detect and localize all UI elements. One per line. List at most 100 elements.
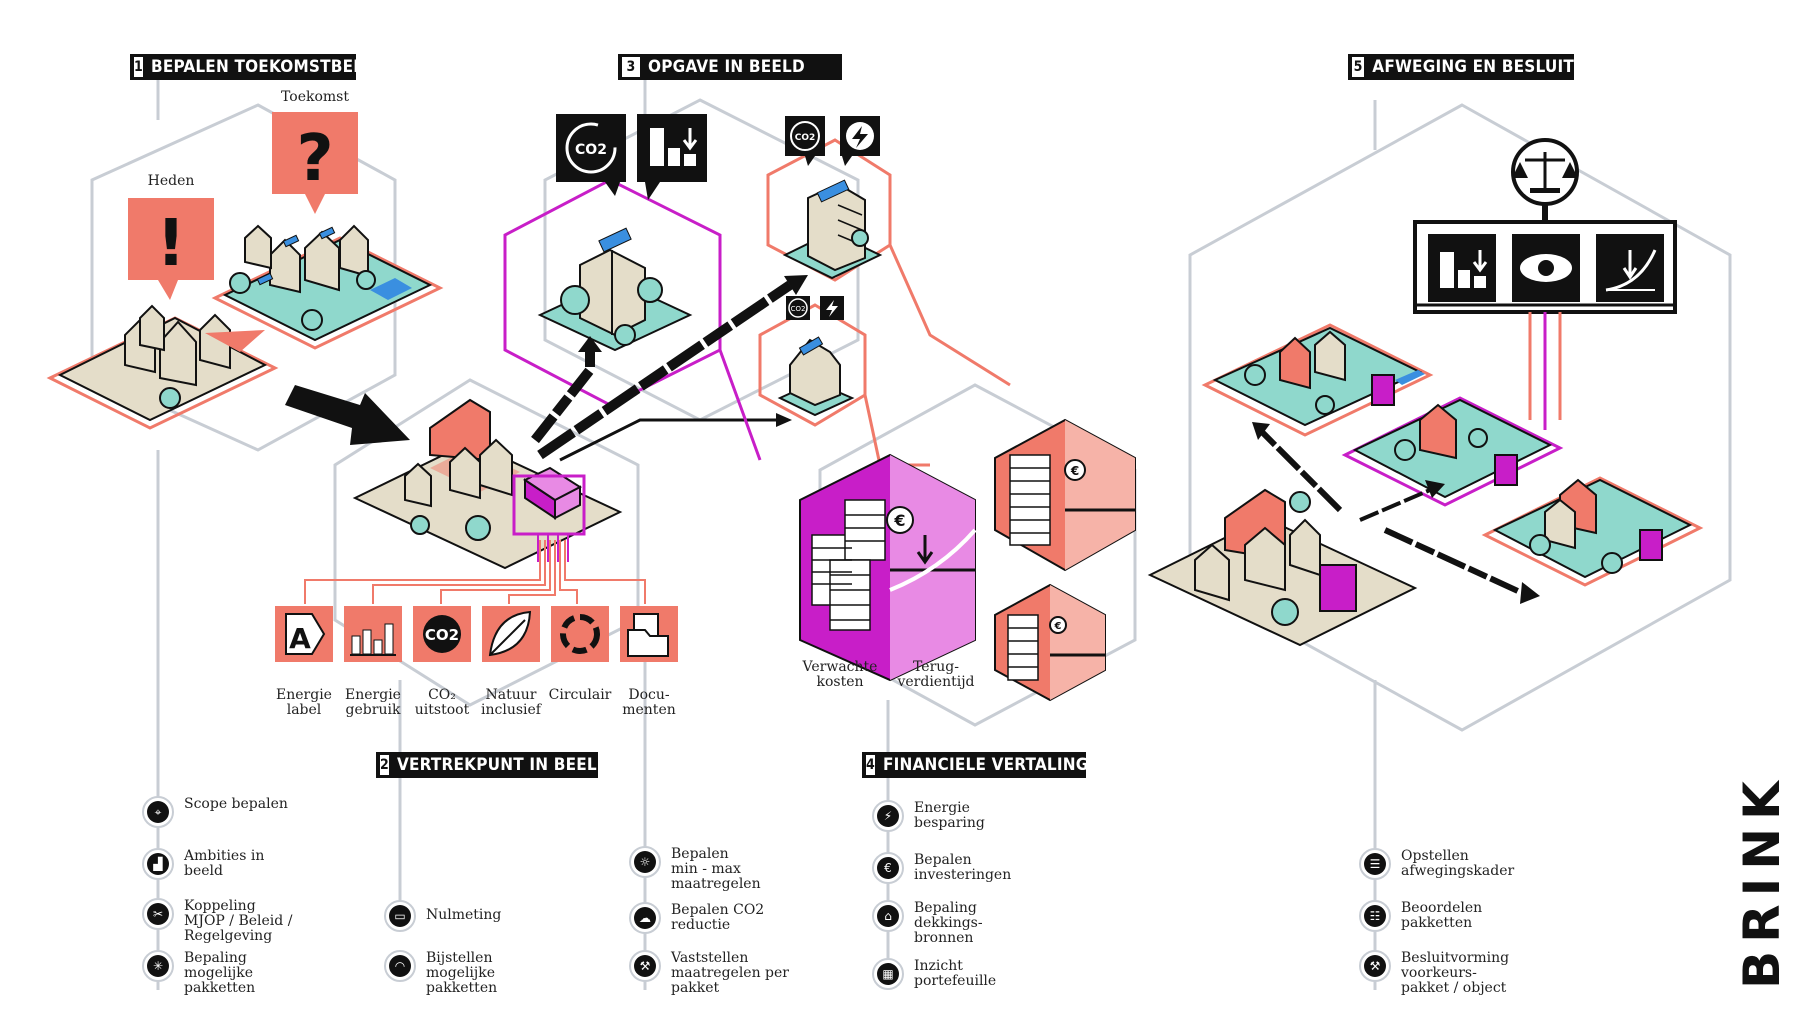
lightning-callout-icon <box>840 116 880 166</box>
svg-text:€: € <box>893 511 905 530</box>
header-number: 1 <box>134 57 143 77</box>
heden-exclamation-icon: ! <box>128 198 214 300</box>
step-label: Bepaling mogelijke pakketten <box>184 950 256 996</box>
label-terugverdientijd: Terug- verdientijd <box>897 659 975 690</box>
header-number: 3 <box>622 57 640 77</box>
checklist-color-icon: ☷ <box>1359 900 1391 932</box>
step-label: Energie besparing <box>914 800 985 831</box>
step-label: Koppeling MJOP / Beleid / Regelgeving <box>184 898 293 944</box>
svg-text:CO2: CO2 <box>795 133 816 143</box>
step-label: Besluitvorming voorkeurs- pakket / objec… <box>1401 950 1510 996</box>
step-co2-reductie: ☁ Bepalen CO2 reductie <box>629 902 764 934</box>
step-nulmeting: ▭ Nulmeting <box>384 900 501 932</box>
icon-label-energie-gebruik: Energie gebruik <box>345 687 401 718</box>
leaf-icon <box>482 606 540 662</box>
bank-icon: ⌂ <box>872 900 904 932</box>
step-label: Bepalen CO2 reductie <box>671 902 765 933</box>
section2-scene <box>304 398 646 604</box>
icon-label-energie-label: Energie label <box>276 687 332 718</box>
svg-text:A: A <box>289 622 311 655</box>
header-bepalen-toekomstbeeld: 1 BEPALEN TOEKOMSTBEELD <box>130 54 387 80</box>
buildings-icon: ▦ <box>872 958 904 990</box>
icon-label-circulair: Circulair <box>548 687 612 703</box>
step-label: Scope bepalen <box>184 796 288 812</box>
energy-reduction-callout-icon <box>637 114 707 200</box>
step-scope-bepalen: ⌖ Scope bepalen <box>142 796 288 828</box>
header-title: OPGAVE IN BEELD <box>648 57 805 77</box>
crosshair-icon: ⌖ <box>142 796 174 828</box>
svg-text:€: € <box>1054 621 1062 632</box>
brink-logo: BRINK <box>1722 773 1791 1000</box>
svg-text:?: ? <box>296 122 333 196</box>
section5-scene <box>1147 138 1704 647</box>
step-bepaling-pakketten: ✳ Bepaling mogelijke pakketten <box>142 950 255 996</box>
label-verwachte-kosten: Verwachte kosten <box>802 659 878 690</box>
section4-scene: € € € <box>799 418 1136 702</box>
lightbulb-icon: ☼ <box>629 846 661 878</box>
step-energie-besparing: ⚡ Energie besparing <box>872 800 985 832</box>
step-ambities-in-beeld: ▟ Ambities in beeld <box>142 848 264 880</box>
section1-scene: ! ? <box>46 112 444 430</box>
step-beoordelen-pakketten: ☷ Beoordelen pakketten <box>1359 900 1482 932</box>
svg-text:CO2: CO2 <box>575 142 607 158</box>
ruler-icon: ▭ <box>384 900 416 932</box>
eye-icon <box>1512 234 1580 302</box>
brand-text: BRINK <box>1733 773 1791 989</box>
header-title: BEPALEN TOEKOMSTBEELD <box>150 57 387 77</box>
step-label: Bijstellen mogelijke pakketten <box>426 950 498 996</box>
hex-vertrekpunt <box>333 378 640 707</box>
gauge-icon: ◠ <box>384 950 416 982</box>
step-bijstellen-pakketten: ◠ Bijstellen mogelijke pakketten <box>384 950 497 996</box>
co2-tiny-callout-icon: CO2 <box>786 296 810 320</box>
header-number: 2 <box>380 755 389 775</box>
lightning-icon: ⚡ <box>872 800 904 832</box>
co2-small-callout-icon: CO2 <box>785 116 825 166</box>
circular-arrows-icon <box>551 606 609 662</box>
step-dekkingsbronnen: ⌂ Bepaling dekkings- bronnen <box>872 900 983 946</box>
checklist-icon: ☰ <box>1359 848 1391 880</box>
step-label: Beoordelen pakketten <box>1401 900 1483 931</box>
hex-toekomstbeeld <box>90 103 397 452</box>
step-afwegingskader: ☰ Opstellen afwegingskader <box>1359 848 1514 880</box>
svg-text:CO2: CO2 <box>791 305 806 313</box>
section3-scene: CO2 CO2 <box>503 114 892 427</box>
step-min-max-maatregelen: ☼ Bepalen min - max maatregelen <box>629 846 761 892</box>
co2-callout-icon: CO2 <box>556 114 626 196</box>
documents-folder-icon <box>620 606 678 662</box>
co2-icon: CO2 <box>413 606 471 662</box>
step-label: Ambities in beeld <box>184 848 265 879</box>
gavel-icon: ⚒ <box>629 950 661 982</box>
step-vaststellen-maatregelen: ⚒ Vaststellen maatregelen per pakket <box>629 950 789 996</box>
header-title: VERTREKPUNT IN BEELD <box>396 755 610 775</box>
euro-payback-icon <box>1596 234 1664 302</box>
step-label: Nulmeting <box>426 907 502 923</box>
header-number: 4 <box>866 755 875 775</box>
svg-text:CO2: CO2 <box>425 626 459 644</box>
scales-icon <box>1511 138 1579 206</box>
svg-text:€: € <box>1070 464 1079 478</box>
step-label: Bepalen investeringen <box>914 852 1012 883</box>
label-heden: Heden <box>147 173 195 189</box>
icon-label-co2-uitstoot: CO₂ uitstoot <box>414 687 470 718</box>
euro-icon: € <box>872 852 904 884</box>
toekomst-question-icon: ? <box>272 112 358 214</box>
step-label: Bepalen min - max maatregelen <box>671 846 761 892</box>
svg-text:!: ! <box>156 207 185 281</box>
step-besluitvorming: ⚒ Besluitvorming voorkeurs- pakket / obj… <box>1359 950 1509 996</box>
energy-label-icon: A <box>275 606 333 662</box>
stairs-icon: ▟ <box>142 848 174 880</box>
co2-reduction-icon: ☁ <box>629 902 661 934</box>
icon-label-natuur-inclusief: Natuur inclusief <box>481 687 541 718</box>
gavel-icon: ⚒ <box>1359 950 1391 982</box>
energy-usage-chart-icon <box>344 606 402 662</box>
euro-icon <box>886 506 914 534</box>
magenta-block <box>512 466 586 536</box>
header-opgave-in-beeld: 3 OPGAVE IN BEELD <box>618 54 842 80</box>
step-label: Inzicht portefeuille <box>914 958 997 989</box>
step-koppeling: ✂ Koppeling MJOP / Beleid / Regelgeving <box>142 898 292 944</box>
step-label: Vaststellen maatregelen per pakket <box>671 950 789 996</box>
header-title: AFWEGING EN BESLUIT <box>1372 57 1574 77</box>
label-toekomst: Toekomst <box>281 89 349 105</box>
